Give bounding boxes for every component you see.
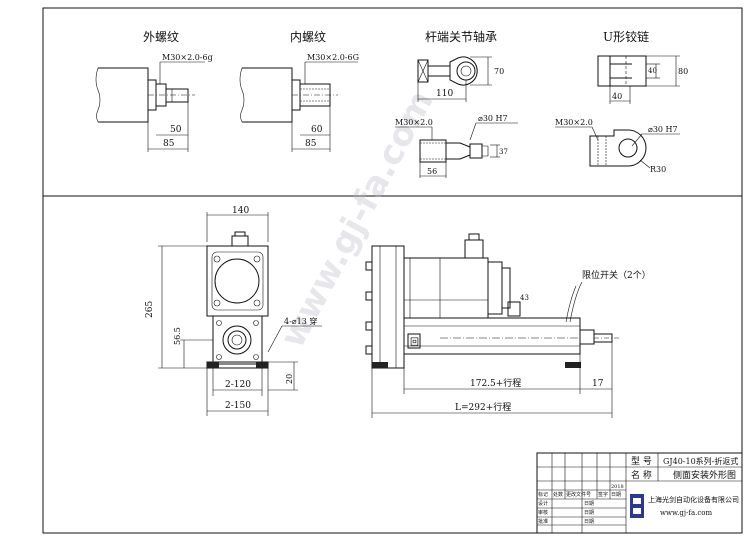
design-date: 日期 xyxy=(584,501,594,507)
end-view-pitch-outer: 2-150 xyxy=(225,401,251,411)
ext-thread-dim-b: 85 xyxy=(163,139,175,149)
title-year: 2018 xyxy=(611,484,624,490)
model-value: GJ40-10系列-折返式 xyxy=(663,456,738,466)
ext-thread-view: 外螺纹 M30×2.0-6g 50 85 xyxy=(95,30,213,152)
company-name: 上海光剑自动化设备有限公司 xyxy=(648,495,739,504)
ext-thread-title: 外螺纹 xyxy=(143,30,179,44)
clevis-dim-w: 40 xyxy=(612,92,622,101)
limit-switch-label: 限位开关（2个） xyxy=(582,269,651,281)
rod-end-dim-h: 70 xyxy=(494,67,504,76)
model-label: 型 号 xyxy=(631,456,652,467)
design-label: 设计 xyxy=(538,500,548,507)
ext-thread-spec: M30×2.0-6g xyxy=(162,53,213,62)
side-view: 43 回 限位开关（2个） 172.5+行程 17 L=292+行程 xyxy=(365,233,651,418)
rod-end-bore: ⌀30 H7 xyxy=(478,114,508,123)
rod-end-dim-w: 37 xyxy=(499,148,508,156)
approve-label: 批准 xyxy=(538,518,548,525)
row-date: 日期 xyxy=(611,492,621,498)
side-view-label-box: 回 xyxy=(410,337,419,348)
name-label: 名 称 xyxy=(631,469,652,481)
end-view-holes: 4-⌀13 穿 xyxy=(284,316,317,326)
int-thread-title: 内螺纹 xyxy=(290,30,326,44)
name-value: 侧面安装外形图 xyxy=(673,469,736,481)
side-view-rod-len: 172.5+行程 xyxy=(470,377,521,389)
int-thread-dim-b: 85 xyxy=(305,139,317,149)
row-count: 处数 xyxy=(553,491,563,498)
int-thread-view: 内螺纹 M30×2.0-6G 60 85 xyxy=(239,30,359,152)
end-view-pitch-inner: 2-120 xyxy=(225,380,251,390)
clevis-spec: M30×2.0 xyxy=(555,118,593,127)
end-view-width: 140 xyxy=(232,206,249,216)
clevis-bore: ⌀30 H7 xyxy=(648,125,678,134)
ext-thread-dim-a: 50 xyxy=(170,125,182,135)
title-block: 型 号 GJ40-10系列-折返式 名 称 侧面安装外形图 2018 标记 处数… xyxy=(536,452,743,534)
row-mark: 标记 xyxy=(538,491,548,498)
row-doc: 更改文件号 xyxy=(566,491,591,498)
side-view-total-len: L=292+行程 xyxy=(455,401,511,413)
row-sign: 签字 xyxy=(598,491,608,498)
clevis-view: U形铰链 40 80 40 M30×2.0 ⌀30 H7 R30 xyxy=(555,29,688,174)
clevis-title: U形铰链 xyxy=(603,29,649,44)
approve-date: 日期 xyxy=(584,519,594,525)
company-logo xyxy=(630,494,644,518)
rod-end-spec: M30×2.0 xyxy=(395,118,433,127)
end-view-height: 265 xyxy=(145,301,155,318)
end-view: 140 265 56.5 4-⌀13 穿 xyxy=(145,206,322,416)
end-view-base-h: 20 xyxy=(285,374,294,384)
review-label: 审核 xyxy=(538,509,548,516)
clevis-dim-h: 80 xyxy=(678,67,688,76)
review-date: 日期 xyxy=(584,510,594,516)
clevis-dim-gap: 40 xyxy=(648,67,657,75)
rod-end-title: 杆端关节轴承 xyxy=(425,29,497,44)
rod-end-view: 杆端关节轴承 70 110 M30×2.0 ⌀30 H7 37 56 xyxy=(395,29,518,178)
company-website: www.gj-fa.com xyxy=(660,509,713,517)
outer-border xyxy=(42,7,743,534)
side-view-rod-end: 17 xyxy=(592,379,604,389)
side-view-label-43: 43 xyxy=(520,294,529,302)
int-thread-dim-a: 60 xyxy=(311,125,323,135)
rod-end-dim-l: 56 xyxy=(427,167,437,176)
int-thread-spec: M30×2.0-6G xyxy=(307,53,359,62)
end-view-center-h: 56.5 xyxy=(173,327,182,345)
clevis-radius: R30 xyxy=(650,165,666,174)
rod-end-dim-len: 110 xyxy=(436,89,453,99)
